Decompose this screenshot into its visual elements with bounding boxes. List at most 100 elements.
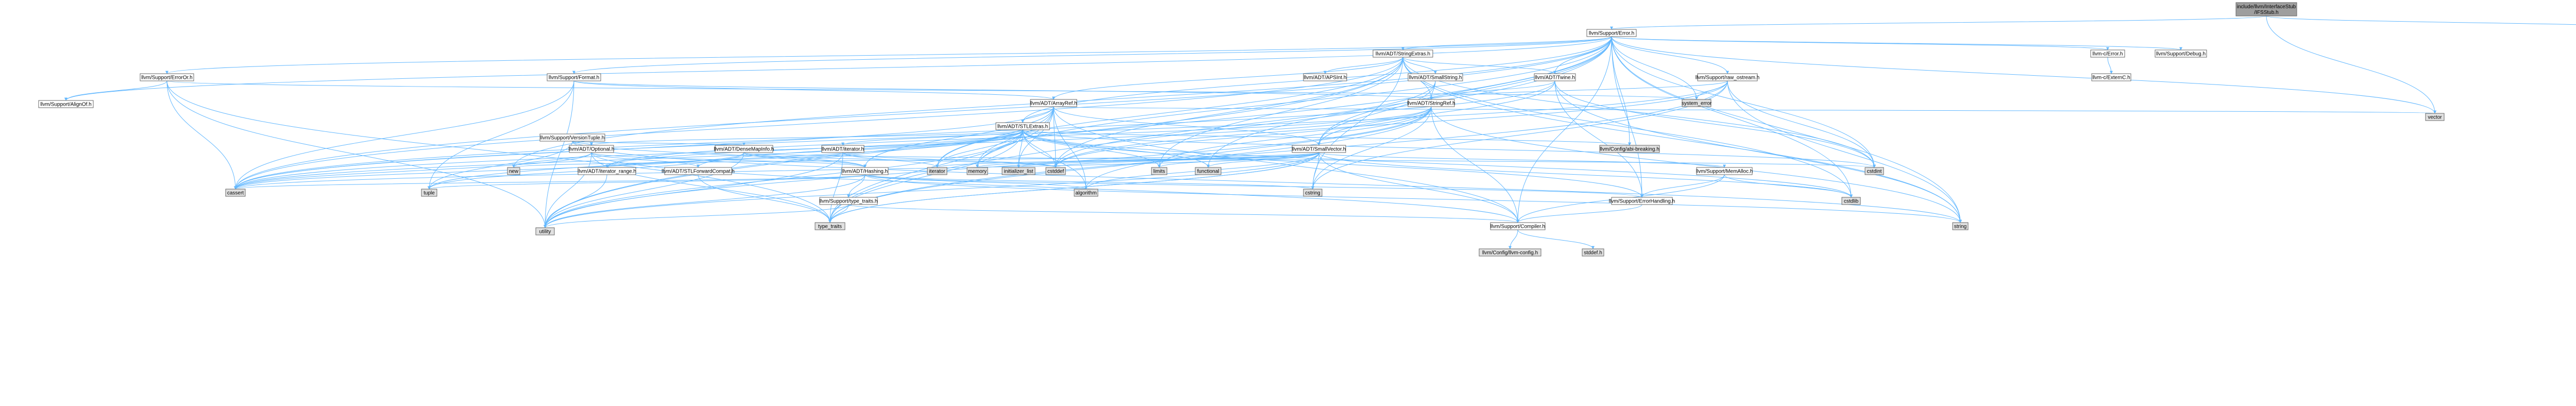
node-debug[interactable]: llvm/Support/Debug.h — [2155, 49, 2207, 58]
edge-iteratorrange-to-utility — [544, 174, 607, 228]
node-alignof[interactable]: llvm/Support/AlignOf.h — [38, 100, 94, 108]
node-label-root: /IFSStub.h — [2254, 10, 2278, 15]
node-label-cstring: cstring — [1305, 191, 1320, 196]
edge-error-to-stringextras — [1401, 36, 1612, 50]
node-cstddefh[interactable]: stddef.h — [1582, 248, 1604, 257]
node-compiler[interactable]: llvm/Support/Compiler.h — [1490, 222, 1546, 230]
node-externc[interactable]: llvm-c/ExternC.h — [2091, 73, 2131, 81]
node-new[interactable]: new — [507, 167, 520, 175]
node-stlforward[interactable]: llvm/ADT/STLForwardCompat.h — [662, 167, 735, 175]
node-tuple[interactable]: tuple — [421, 189, 437, 197]
edge-arrayref-to-algorithm — [1053, 106, 1088, 190]
node-errorhandling[interactable]: llvm/Support/ErrorHandling.h — [1609, 197, 1675, 205]
node-box-externc — [2091, 73, 2131, 81]
edge-optional-to-new — [512, 152, 592, 168]
edge-hashing-to-string — [865, 174, 1962, 223]
edge-smallvector-to-limits — [1158, 152, 1319, 168]
node-label-adtiterator: llvm/ADT/iterator.h — [822, 147, 864, 153]
node-iterator[interactable]: iterator — [927, 167, 947, 175]
node-abibreaking[interactable]: llvm/Config/abi-breaking.h — [1599, 145, 1660, 153]
node-format[interactable]: llvm/Support/Format.h — [547, 73, 601, 81]
edge-adtiterator-to-cstddef — [842, 152, 1057, 168]
node-cassert[interactable]: cassert — [225, 189, 246, 197]
node-iteratorrange[interactable]: llvm/ADT/iterator_range.h — [578, 167, 636, 175]
node-label-initializer_list: initializer_list — [1004, 169, 1033, 175]
edge-stringextras-to-twine — [1402, 57, 1556, 74]
node-cerror[interactable]: llvm-c/Error.h — [2090, 49, 2125, 58]
node-box-cerror — [2090, 49, 2125, 58]
node-box-cstddef — [1045, 167, 1066, 175]
edge-errorc-to-cassert — [166, 80, 237, 190]
node-cstddef[interactable]: cstddef — [1045, 167, 1066, 175]
node-twine[interactable]: llvm/ADT/Twine.h — [1534, 73, 1576, 81]
node-label-new: new — [509, 169, 519, 175]
node-memalloc[interactable]: llvm/Support/MemAlloc.h — [1696, 167, 1753, 175]
node-stringref[interactable]: llvm/ADT/StringRef.h — [1407, 99, 1455, 107]
edge-smallvector-to-functional — [1207, 152, 1319, 168]
node-densemapinfo[interactable]: llvm/ADT/DenseMapInfo.h — [714, 145, 774, 153]
node-hashing[interactable]: llvm/ADT/Hashing.h — [841, 167, 889, 175]
node-rawostream[interactable]: llvm/Support/raw_ostream.h — [1696, 73, 1760, 81]
edge-versiontuple-to-densemapinfo — [572, 141, 745, 146]
node-vector[interactable]: vector — [2425, 113, 2445, 121]
node-errorc[interactable]: llvm/Support/ErrorOr.h — [140, 73, 194, 81]
node-initializer_list[interactable]: initializer_list — [1002, 167, 1036, 175]
node-adtiterator[interactable]: llvm/ADT/iterator.h — [821, 145, 865, 153]
node-versiontuple[interactable]: llvm/Support/VersionTuple.h — [539, 133, 605, 142]
node-box-errorhandling — [1611, 197, 1673, 205]
edge-stringextras-to-apsint — [1324, 57, 1403, 74]
edge-stlextras-to-iteratorrange — [605, 129, 1023, 168]
edge-compiler-to-cstddefh — [1517, 229, 1595, 249]
edge-smallstring-to-smallvector — [1317, 80, 1436, 146]
node-functional[interactable]: functional — [1195, 167, 1222, 175]
edge-rawostream-to-stringref — [1430, 80, 1728, 100]
edge-twine-to-errorhandling — [1554, 80, 1643, 198]
edge-hashing-to-algorithm — [865, 174, 1088, 190]
node-algorithm[interactable]: algorithm — [1074, 189, 1098, 197]
node-cstdlib[interactable]: cstdlib — [1841, 197, 1861, 205]
node-box-systemerror — [1682, 99, 1711, 107]
node-type_traits[interactable]: type_traits — [815, 222, 845, 230]
edge-optional-to-utility — [544, 152, 592, 228]
node-arrayref[interactable]: llvm/ADT/ArrayRef.h — [1030, 99, 1077, 107]
node-smallvector[interactable]: llvm/ADT/SmallVector.h — [1292, 145, 1346, 153]
node-llvmconfig[interactable]: llvm/Config/llvm-config.h — [1479, 248, 1541, 257]
node-optional[interactable]: llvm/ADT/Optional.h — [569, 145, 615, 153]
edge-arrayref-to-vector — [1053, 106, 2435, 114]
node-typetraits[interactable]: llvm/Support/type_traits.h — [819, 197, 878, 205]
node-memory[interactable]: memory — [967, 167, 988, 175]
node-stlextras[interactable]: llvm/ADT/STLExtras.h — [995, 122, 1050, 130]
node-label-densemapinfo: llvm/ADT/DenseMapInfo.h — [714, 147, 774, 153]
node-limits[interactable]: limits — [1151, 167, 1167, 175]
node-label-utility: utility — [539, 229, 551, 235]
node-systemerror[interactable]: system_error — [1682, 99, 1712, 107]
edge-stringextras-to-cstddef — [1054, 57, 1403, 168]
node-box-llvmconfig — [1479, 248, 1541, 257]
node-label-externc: llvm-c/ExternC.h — [2092, 75, 2130, 81]
node-label-optional: llvm/ADT/Optional.h — [569, 147, 615, 153]
edge-smallvector-to-utility — [544, 152, 1319, 228]
node-smallstring[interactable]: llvm/ADT/SmallString.h — [1408, 73, 1463, 81]
edge-stringextras-to-iterator — [936, 57, 1403, 168]
edge-stlextras-to-memory — [976, 129, 1023, 168]
node-label-systemerror: system_error — [1682, 101, 1712, 107]
edge-optional-to-type_traits — [591, 152, 832, 223]
edge-error-to-debug — [1611, 36, 2182, 50]
node-label-memalloc: llvm/Support/MemAlloc.h — [1696, 169, 1753, 175]
node-apsint[interactable]: llvm/ADT/APSInt.h — [1303, 73, 1347, 81]
edge-smallvector-to-new — [512, 152, 1319, 168]
edge-errorc-to-alignof — [64, 80, 167, 101]
edge-error-to-rawostream — [1611, 36, 1729, 74]
edge-smallvector-to-memory — [976, 152, 1319, 168]
node-error[interactable]: llvm/Support/Error.h — [1586, 29, 1637, 37]
node-cstdint[interactable]: cstdint — [1865, 167, 1884, 175]
node-stringextras[interactable]: llvm/ADT/StringExtras.h — [1372, 49, 1433, 58]
node-label-abibreaking: llvm/Config/abi-breaking.h — [1600, 147, 1659, 153]
edge-smallstring-to-cstddef — [1054, 80, 1436, 168]
edge-errorc-to-type_traits — [166, 80, 832, 223]
node-string[interactable]: string — [1952, 222, 1969, 230]
node-box-abibreaking — [1599, 145, 1660, 153]
node-utility[interactable]: utility — [535, 227, 555, 235]
node-box-stringextras — [1372, 49, 1433, 58]
node-cstring[interactable]: cstring — [1303, 189, 1323, 197]
